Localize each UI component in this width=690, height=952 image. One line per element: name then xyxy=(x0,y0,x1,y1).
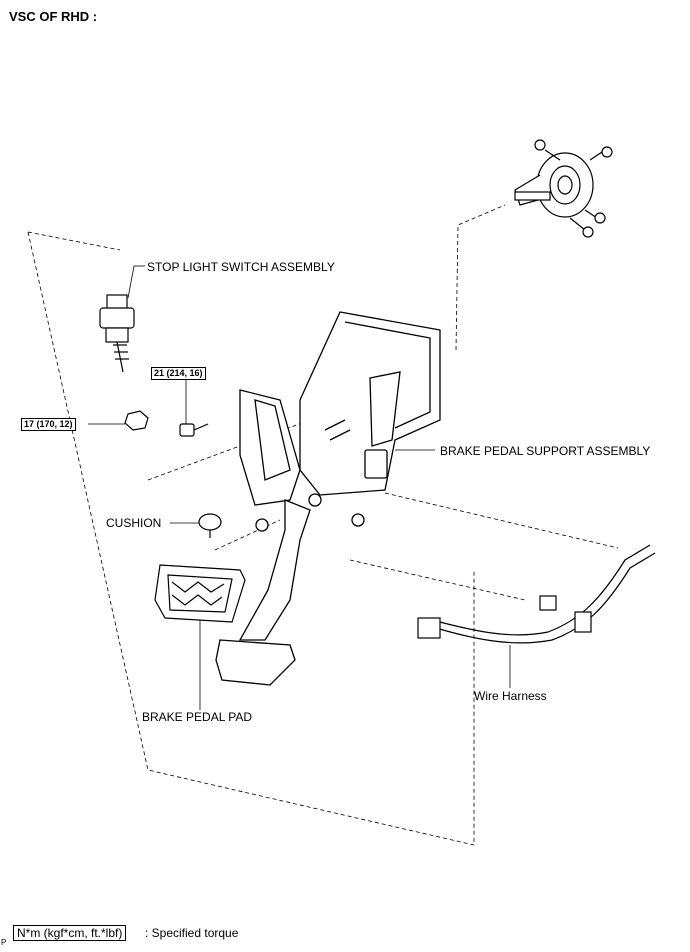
brake-pedal-arm xyxy=(238,499,311,641)
pedal-foot-plate xyxy=(215,639,296,686)
label-wire-harness: Wire Harness xyxy=(474,689,547,703)
cushion-part xyxy=(198,513,222,538)
label-brake-pedal-pad: BRAKE PEDAL PAD xyxy=(142,710,253,724)
brake-master-cylinder xyxy=(514,139,613,238)
stop-light-switch xyxy=(99,294,135,373)
legend-unit-box: N*m (kgf*cm, ft.*lbf) xyxy=(13,925,127,941)
label-cushion: CUSHION xyxy=(106,516,162,530)
nut-shape xyxy=(124,410,149,431)
label-brake-pedal-support-assembly: BRAKE PEDAL SUPPORT ASSEMBLY xyxy=(440,444,651,458)
corner-mark: P xyxy=(1,938,7,947)
bolt-shape xyxy=(179,423,209,437)
label-stop-light-switch-assembly: STOP LIGHT SWITCH ASSEMBLY xyxy=(147,260,335,274)
diagram-title: VSC OF RHD : xyxy=(9,9,98,24)
torque-spec-bolt: 21 (214, 16) xyxy=(151,367,206,380)
brake-pedal-pad-part xyxy=(154,564,246,623)
brake-pedal-support-bracket xyxy=(239,311,441,532)
stop-light-switch-leader xyxy=(127,265,135,299)
torque-spec-nut: 17 (170, 12) xyxy=(21,418,76,431)
wire-harness-shape xyxy=(417,544,656,644)
legend-description: : Specified torque xyxy=(145,926,239,940)
